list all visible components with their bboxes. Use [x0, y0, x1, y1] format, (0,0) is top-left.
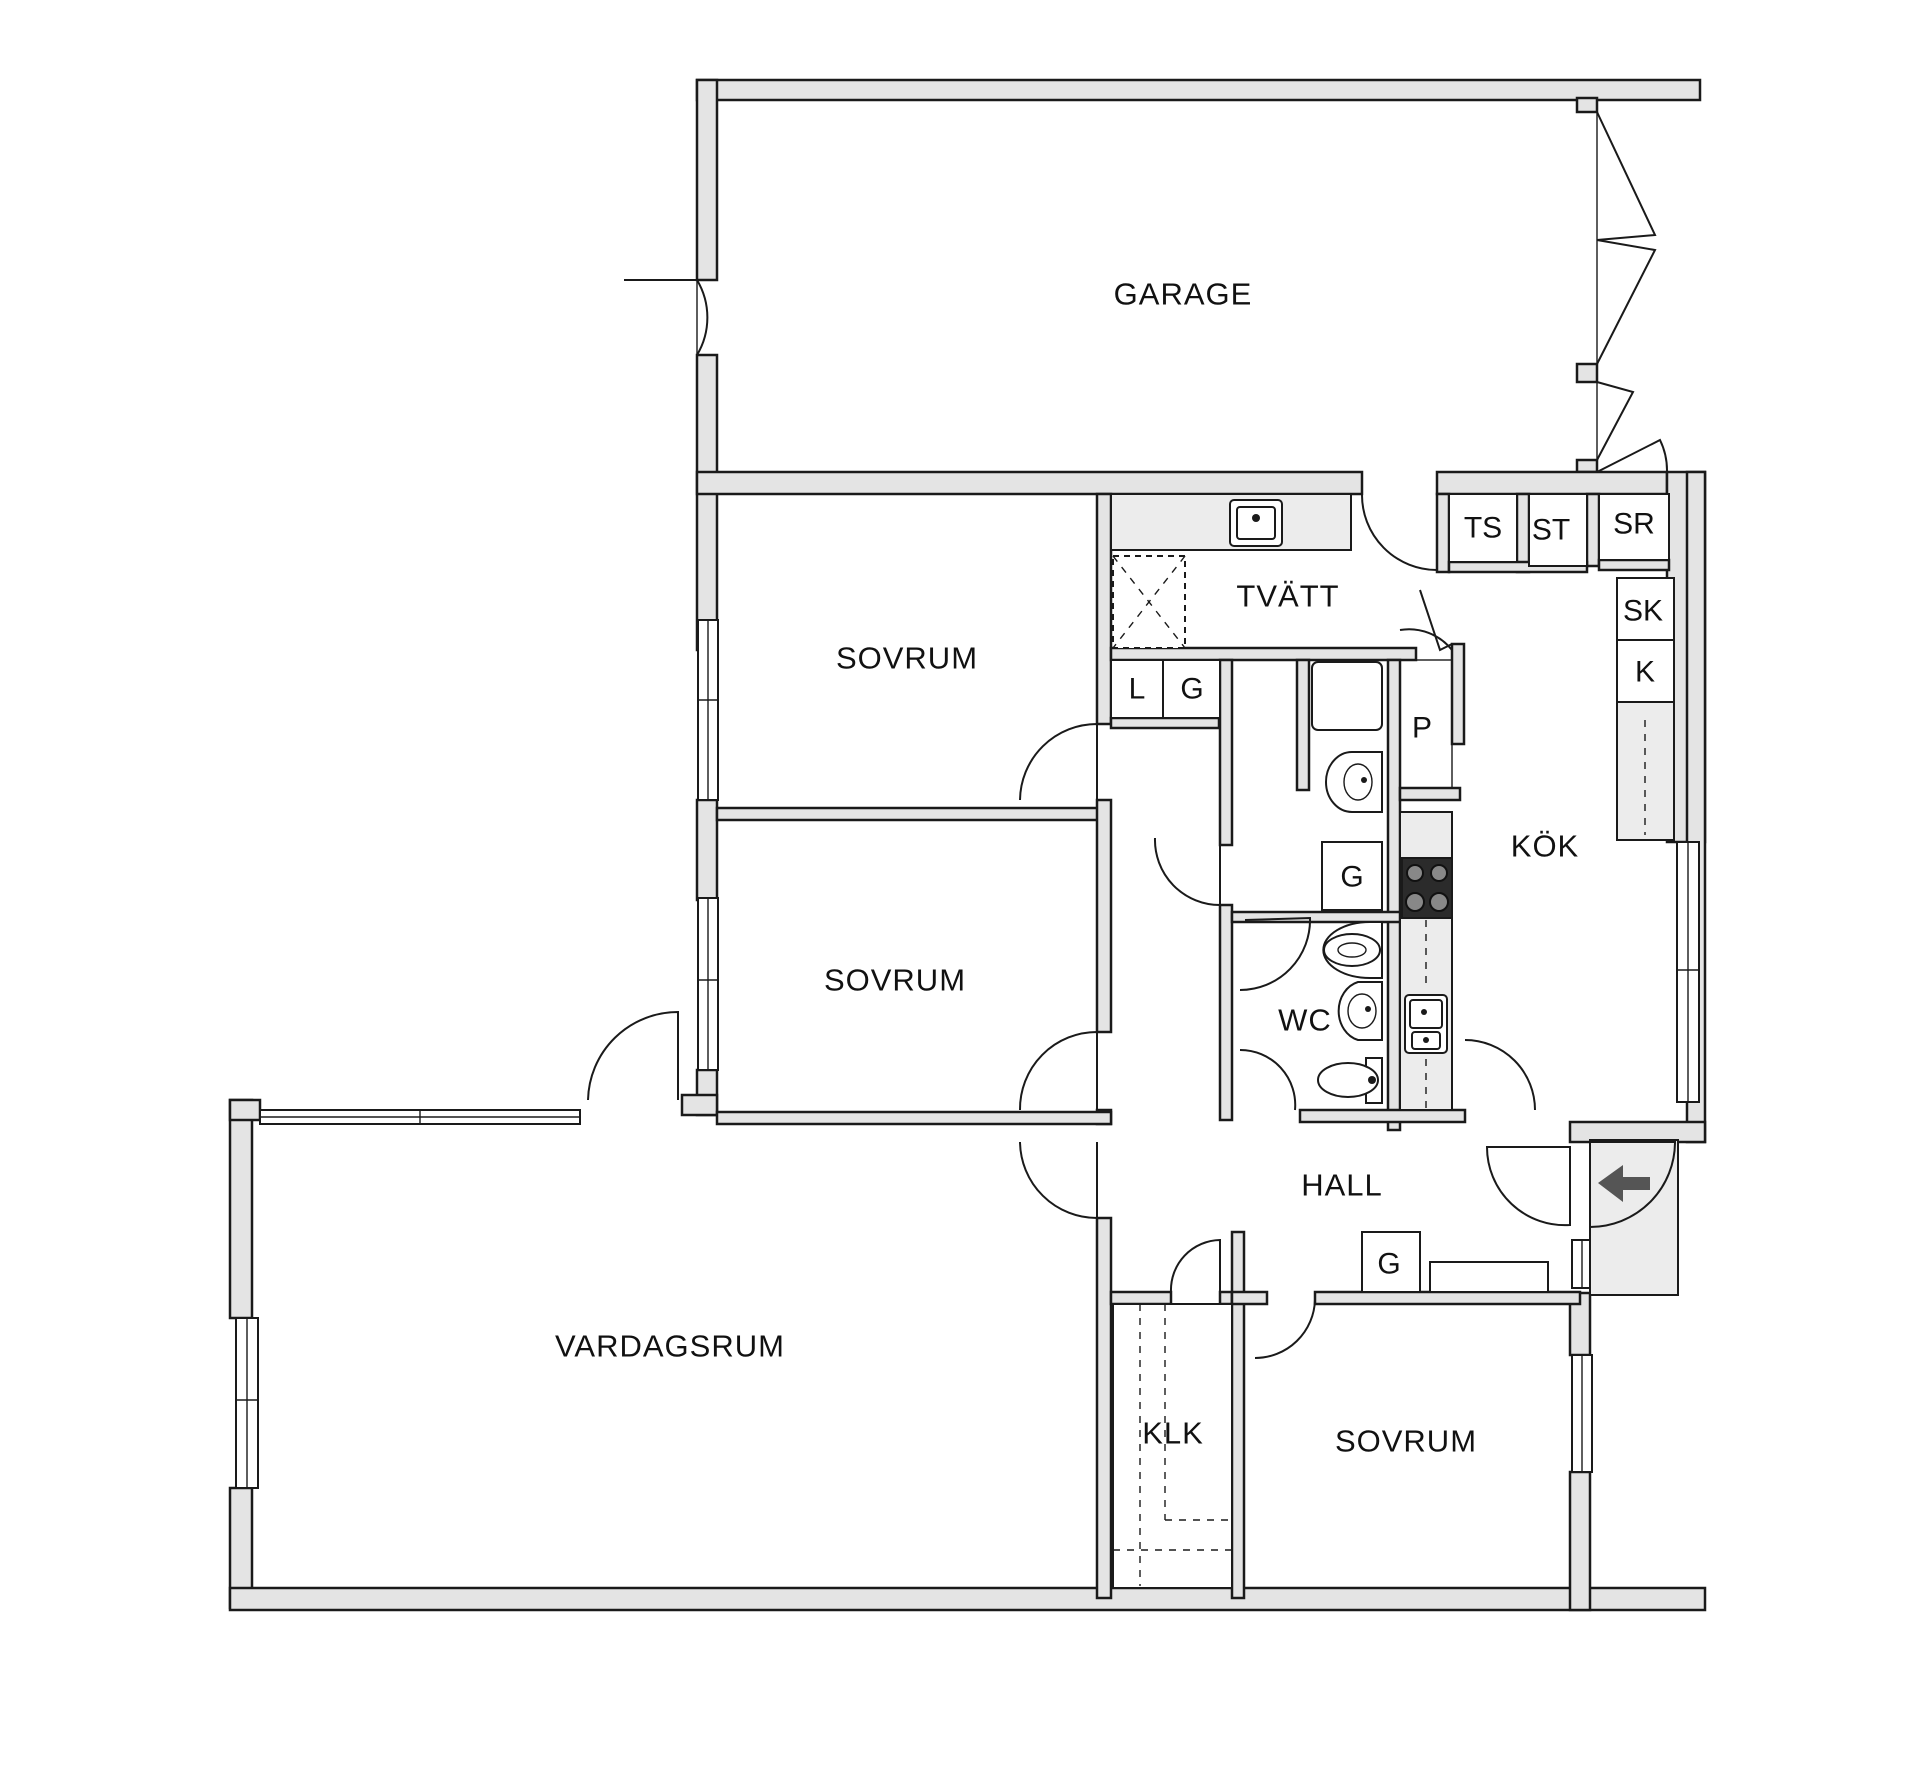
- walls: [228, 78, 1707, 1612]
- room-label-sovrum-2: SOVRUM: [824, 963, 966, 998]
- stove-icon: [1401, 857, 1453, 919]
- doors: [587, 111, 1669, 1359]
- washbasin-icon: [1337, 981, 1383, 1041]
- closet-labels: TS ST SR SK K P L G G G: [1129, 508, 1663, 1281]
- bathtub-icon: [1311, 661, 1383, 731]
- closet-label-ts: TS: [1464, 512, 1502, 545]
- closet-label-l: L: [1129, 673, 1146, 706]
- room-label-tvatt: TVÄTT: [1236, 579, 1339, 614]
- closet-label-sr: SR: [1613, 508, 1655, 541]
- room-label-sovrum-3: SOVRUM: [1335, 1424, 1477, 1459]
- sink-icon: [1229, 499, 1283, 547]
- closet-label-g-laundry: G: [1180, 673, 1203, 706]
- entrance-arrow-icon: [1598, 1165, 1650, 1202]
- toilet-icon: [1322, 921, 1383, 979]
- windows: [235, 619, 1700, 1489]
- toilet-icon: [1317, 1057, 1383, 1104]
- room-label-hall: HALL: [1301, 1168, 1383, 1203]
- sink-icon: [1404, 994, 1448, 1054]
- closet-label-st: ST: [1532, 514, 1570, 547]
- closet-label-g-hall: G: [1377, 1248, 1400, 1281]
- closet-label-k: K: [1635, 656, 1655, 689]
- room-label-sovrum-1: SOVRUM: [836, 641, 978, 676]
- room-labels: GARAGE TVÄTT SOVRUM SOVRUM KÖK WC HALL V…: [555, 277, 1579, 1459]
- washbasin-icon: [1325, 751, 1383, 813]
- fixtures: [1110, 493, 1675, 1589]
- room-label-klk: KLK: [1142, 1416, 1204, 1451]
- closet-label-g-bath: G: [1340, 861, 1363, 894]
- room-label-vardagsrum: VARDAGSRUM: [555, 1329, 785, 1364]
- room-label-kok: KÖK: [1511, 829, 1579, 864]
- closet-label-p: P: [1412, 712, 1432, 745]
- entry-landing: [1589, 1139, 1679, 1296]
- room-label-garage: GARAGE: [1114, 277, 1253, 312]
- room-label-wc: WC: [1278, 1003, 1332, 1038]
- closet-label-sk: SK: [1623, 595, 1663, 628]
